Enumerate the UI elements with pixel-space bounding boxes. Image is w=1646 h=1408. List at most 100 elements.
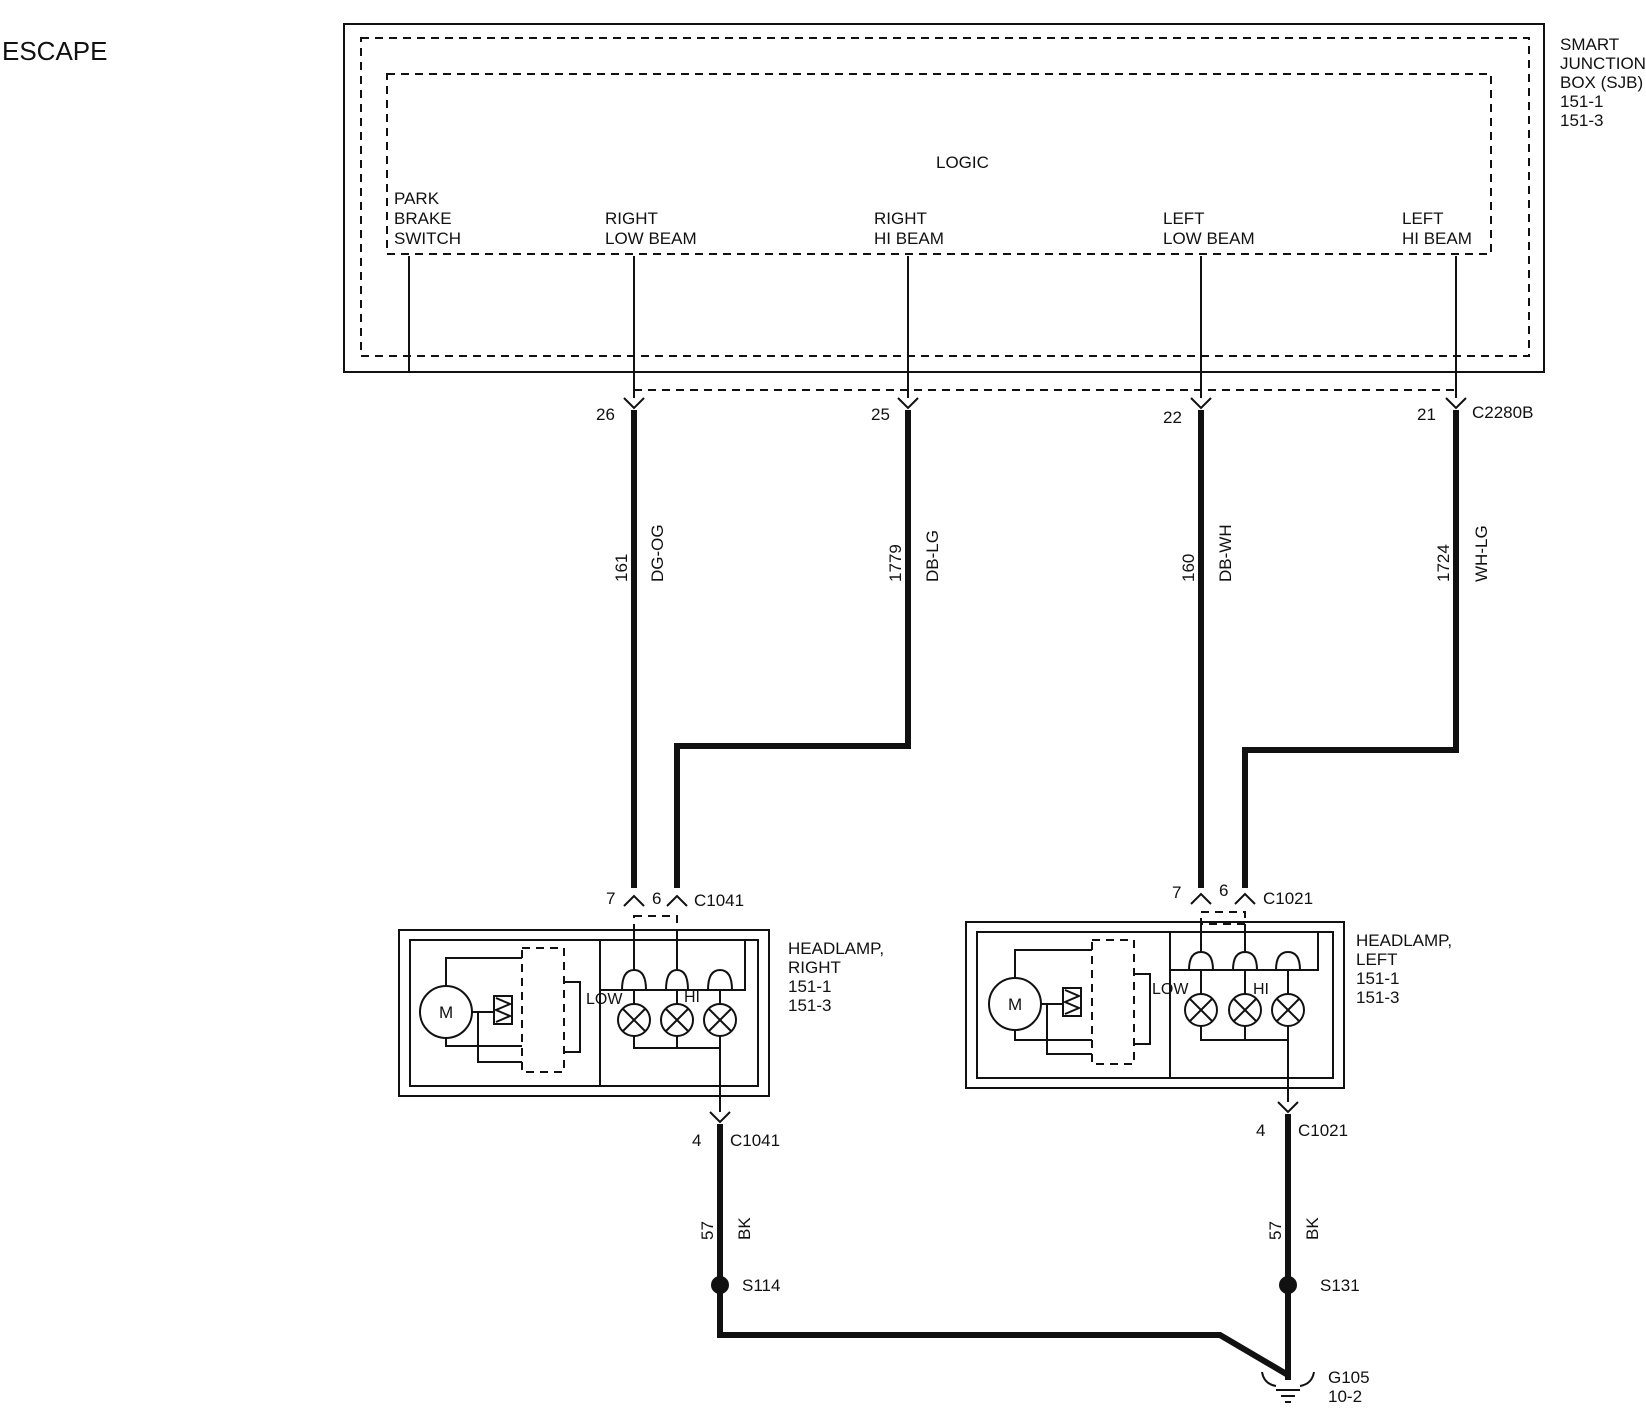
right-headlamp-name: HEADLAMP, RIGHT 151-1 151-3 — [788, 939, 889, 1015]
circuit-160-number: 160 — [1179, 554, 1198, 582]
pin-26-chevron — [623, 397, 645, 410]
left-low-link — [1188, 950, 1214, 971]
c1041-pin-6-chevron — [666, 894, 688, 907]
sjb-name: SMART JUNCTION BOX (SJB) 151-1 151-3 — [1560, 35, 1646, 130]
right-low-link — [621, 968, 647, 991]
right-motor-label: M — [439, 1003, 453, 1022]
pin-21-label: 21 — [1417, 405, 1436, 424]
left-low-beam-label: LEFT LOW BEAM — [1163, 209, 1255, 248]
left-leveling-module — [1091, 939, 1135, 1065]
page-title: ESCAPE — [2, 36, 108, 66]
right-hi2-link — [707, 968, 733, 991]
right-low-lamp-icon — [617, 1003, 651, 1037]
right-ground-pin-label: 4 — [692, 1131, 701, 1150]
right-motor-bottom-wire — [445, 1038, 522, 1047]
right-leveling-module — [521, 947, 565, 1073]
c2280b-chevrons — [623, 397, 1467, 410]
right-resistor-zigzag — [493, 997, 513, 1023]
left-hi2-lamp-icon — [1271, 993, 1305, 1027]
s114-to-g105-wire — [717, 1290, 1290, 1378]
left-module-wire — [1134, 973, 1151, 1045]
left-headlamp-inner — [976, 931, 1334, 1079]
left-headlamp-name: HEADLAMP, LEFT 151-1 151-3 — [1356, 931, 1457, 1007]
right-hi-link — [665, 968, 689, 991]
left-headlamp: 7 6 C1021 LOW HI — [965, 881, 1345, 1102]
park-brake-switch-label: PARK BRAKE SWITCH — [394, 189, 461, 248]
right-hi-beam-label: RIGHT HI BEAM — [874, 209, 944, 248]
c1021-pin-7-chevron — [1190, 892, 1212, 905]
right-headlamp-outer — [398, 929, 770, 1097]
circuit-labels: 161 DG-OG 1779 DB-LG 160 DB-WH 1724 WH-L… — [612, 524, 1491, 582]
left-motor-bottom-wire — [1014, 1030, 1092, 1041]
sjb-inner-boundary — [360, 37, 1530, 357]
circuit-160-color: DB-WH — [1216, 524, 1235, 582]
sjb-outline — [343, 23, 1545, 373]
left-pin-6-label: 6 — [1219, 881, 1228, 900]
left-ground-circuit: 57 — [1266, 1221, 1285, 1240]
g105-ref-label: 10-2 — [1328, 1387, 1362, 1406]
right-module-wire — [564, 981, 581, 1053]
circuit-1779-color: DB-LG — [923, 530, 942, 582]
c2280b-label: C2280B — [1472, 403, 1533, 422]
right-lamp-common — [633, 1036, 720, 1049]
left-ground-pin-label: 4 — [1256, 1121, 1265, 1140]
left-ground-chevron — [1277, 1101, 1299, 1114]
left-c1021-label: C1021 — [1263, 889, 1313, 908]
ground-icon — [1261, 1371, 1315, 1403]
s131-splice-dot — [1279, 1276, 1297, 1294]
left-low-lamp-icon — [1184, 993, 1218, 1027]
c1041-pin-7-chevron — [623, 894, 645, 907]
circuit-161-color: DG-OG — [648, 524, 667, 582]
wire-1779 — [674, 410, 911, 888]
left-motor-icon: M — [988, 977, 1042, 1031]
c1021-pin-6-chevron — [1234, 892, 1256, 905]
pin-22-chevron — [1190, 397, 1212, 410]
left-sense-wire — [1046, 1004, 1092, 1055]
left-ground-connector-label: C1021 — [1298, 1121, 1348, 1140]
smart-junction-box: LOGIC SMART JUNCTION BOX (SJB) 151-1 151… — [343, 23, 1646, 398]
circuit-1724-number: 1724 — [1434, 544, 1453, 582]
circuit-1724-color: WH-LG — [1472, 525, 1491, 582]
right-low-beam-label: RIGHT LOW BEAM — [605, 209, 697, 248]
left-hi2-link — [1275, 950, 1301, 971]
sjb-logic-label: LOGIC — [936, 153, 989, 172]
c1041-connector-bar — [633, 915, 678, 931]
right-motor-icon: M — [419, 985, 473, 1039]
circuit-161-number: 161 — [612, 554, 631, 582]
pin-21-chevron — [1445, 397, 1467, 410]
left-ground-color: BK — [1303, 1217, 1322, 1240]
right-sense-wire — [477, 1012, 522, 1063]
right-ground-chevron — [709, 1111, 731, 1124]
right-headlamp-inner — [409, 939, 759, 1087]
right-ground-color: BK — [735, 1217, 754, 1240]
g105-label: G105 — [1328, 1368, 1370, 1387]
right-pin-6-label: 6 — [652, 889, 661, 908]
right-hi-lamp-icon — [660, 1003, 694, 1037]
left-motor-label: M — [1008, 995, 1022, 1014]
c1021-connector-bar — [1200, 911, 1246, 925]
left-lamp-common — [1200, 1026, 1288, 1041]
pin-22-label: 22 — [1163, 408, 1182, 427]
right-low-label: LOW — [586, 991, 623, 1008]
right-feed-wire — [599, 940, 746, 991]
s114-splice-dot — [711, 1276, 729, 1294]
sjb-logic-boundary — [386, 73, 1492, 255]
pin-25-label: 25 — [871, 405, 890, 424]
right-c1041-label: C1041 — [694, 891, 744, 910]
left-hi-lamp-icon — [1228, 993, 1262, 1027]
left-headlamp-outer — [965, 921, 1345, 1089]
left-pin-7-label: 7 — [1172, 883, 1181, 902]
left-hi-beam-label: LEFT HI BEAM — [1402, 209, 1472, 248]
wire-1724 — [1242, 410, 1459, 888]
pin-26-label: 26 — [596, 405, 615, 424]
s131-label: S131 — [1320, 1276, 1360, 1295]
right-headlamp: 7 6 C1041 LO — [398, 889, 770, 1112]
s114-label: S114 — [742, 1276, 780, 1295]
right-hi2-lamp-icon — [703, 1003, 737, 1037]
right-ground-circuit: 57 — [698, 1221, 717, 1240]
circuit-1779-number: 1779 — [886, 544, 905, 582]
left-hi-link — [1232, 950, 1258, 971]
left-motor-top-wire — [1014, 949, 1092, 978]
right-ground-connector-label: C1041 — [730, 1131, 780, 1150]
